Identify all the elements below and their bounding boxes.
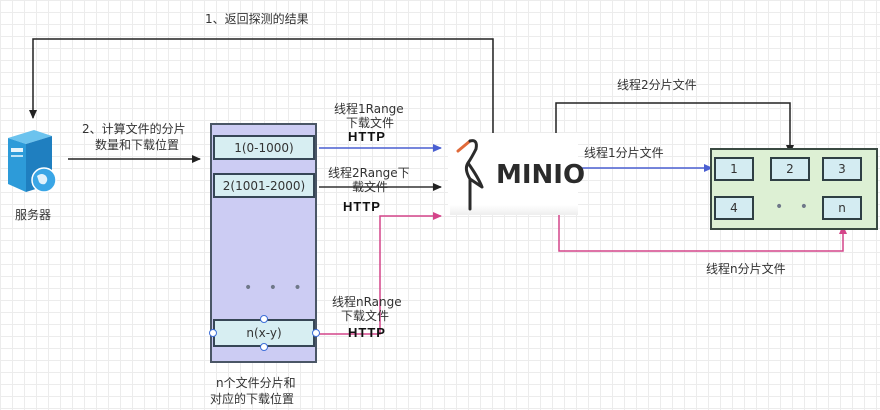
- server-icon: [4, 128, 60, 198]
- thread2-piece-label: 线程2分片文件: [617, 78, 697, 92]
- threadn-protocol: HTTP: [348, 325, 386, 340]
- minio-logo-shadow: [450, 205, 578, 215]
- return-probe-arrow: [29, 38, 494, 133]
- piece-3[interactable]: 3: [822, 157, 862, 181]
- server-label: 服务器: [15, 208, 52, 222]
- thread2-piece-arrow: [555, 102, 794, 154]
- piece-4[interactable]: 4: [714, 196, 754, 220]
- compute-label-line2: 数量和下载位置: [95, 138, 180, 152]
- column-caption-line1: n个文件分片和: [216, 376, 296, 390]
- piece-n[interactable]: n: [822, 196, 862, 220]
- resize-handle-top[interactable]: [260, 315, 268, 323]
- threadn-piece-label: 线程n分片文件: [706, 262, 786, 276]
- thread2-range-label-line2: 载文件: [352, 180, 389, 194]
- thread2-protocol: HTTP: [343, 199, 381, 214]
- piece-1[interactable]: 1: [714, 157, 754, 181]
- segment-2[interactable]: 2(1001-2000): [213, 173, 315, 198]
- return-probe-label: 1、返回探测的结果: [205, 12, 309, 26]
- threadn-range-label-line1: 线程nRange: [332, 295, 402, 309]
- resize-handle-left[interactable]: [209, 329, 217, 337]
- segment-ellipsis: • • •: [244, 280, 308, 296]
- resize-handle-right[interactable]: [312, 329, 320, 337]
- column-caption-line2: 对应的下载位置: [210, 392, 295, 406]
- threadn-range-label-line2: 下载文件: [341, 309, 390, 323]
- thread2-range-label-line1: 线程2Range下: [328, 166, 410, 180]
- segment-1[interactable]: 1(0-1000): [213, 135, 315, 160]
- threadn-range-arrow: [319, 212, 442, 335]
- resize-handle-bottom[interactable]: [260, 343, 268, 351]
- thread1-protocol: HTTP: [348, 129, 386, 144]
- piece-ellipsis: • • •: [775, 199, 839, 215]
- thread1-piece-label: 线程1分片文件: [584, 146, 664, 160]
- compute-label-line1: 2、计算文件的分片: [82, 122, 186, 136]
- thread1-range-label-line1: 线程1Range: [334, 102, 404, 116]
- minio-bird-icon: [452, 135, 496, 215]
- minio-wordmark: MINIO: [496, 160, 586, 190]
- piece-2[interactable]: 2: [770, 157, 810, 181]
- thread1-range-label-line2: 下载文件: [346, 116, 395, 130]
- threadn-piece-arrow: [558, 215, 847, 252]
